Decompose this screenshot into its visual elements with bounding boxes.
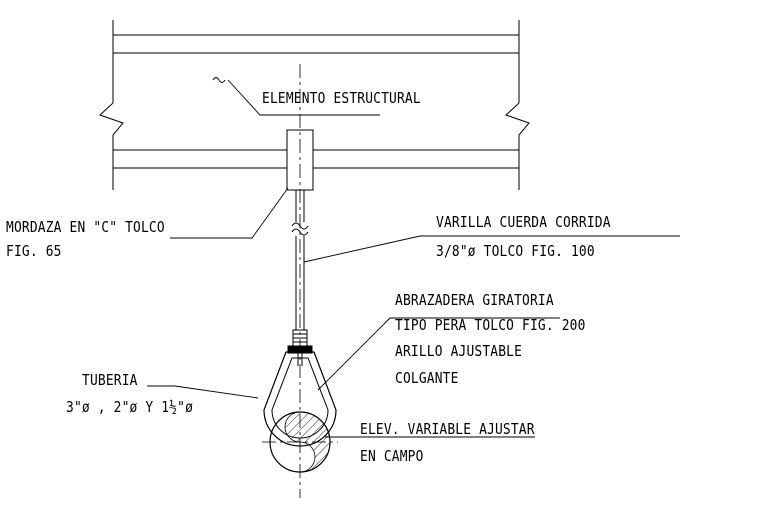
label-hanger-line1: ABRAZADERA GIRATORIA — [395, 291, 554, 309]
label-rod-line2: 3/8"ø TOLCO FIG. 100 — [436, 242, 595, 260]
label-clamp-line1: MORDAZA EN "C" TOLCO — [6, 218, 165, 236]
label-structural-element: ELEMENTO ESTRUCTURAL — [262, 89, 421, 107]
label-hanger-line2-fig: FIG. 200 — [514, 316, 586, 334]
label-hanger-line2-underlined: TIPO PERA TOLCO — [395, 316, 515, 334]
label-elevation-line1: ELEV. VARIABLE AJUSTAR — [360, 420, 535, 438]
rod-nut — [287, 329, 313, 366]
label-pipe-line1: TUBERIA — [82, 371, 138, 389]
label-rod-line1: VARILLA CUERDA CORRIDA — [436, 213, 611, 231]
label-pipe-sizes: 3"ø , 2"ø Y 1½"ø — [66, 398, 194, 416]
structural-beam — [99, 20, 530, 190]
threaded-rod — [291, 190, 309, 330]
label-hanger-line3: ARILLO AJUSTABLE — [395, 342, 523, 360]
pipe — [262, 411, 338, 473]
label-clamp-line2: FIG. 65 — [6, 242, 62, 260]
label-hanger-line2: TIPO PERA TOLCO FIG. 200 — [395, 317, 586, 334]
label-hanger-line4: COLGANTE — [395, 369, 459, 387]
label-elevation-line2: EN CAMPO — [360, 447, 424, 465]
leader-lines — [147, 77, 680, 438]
